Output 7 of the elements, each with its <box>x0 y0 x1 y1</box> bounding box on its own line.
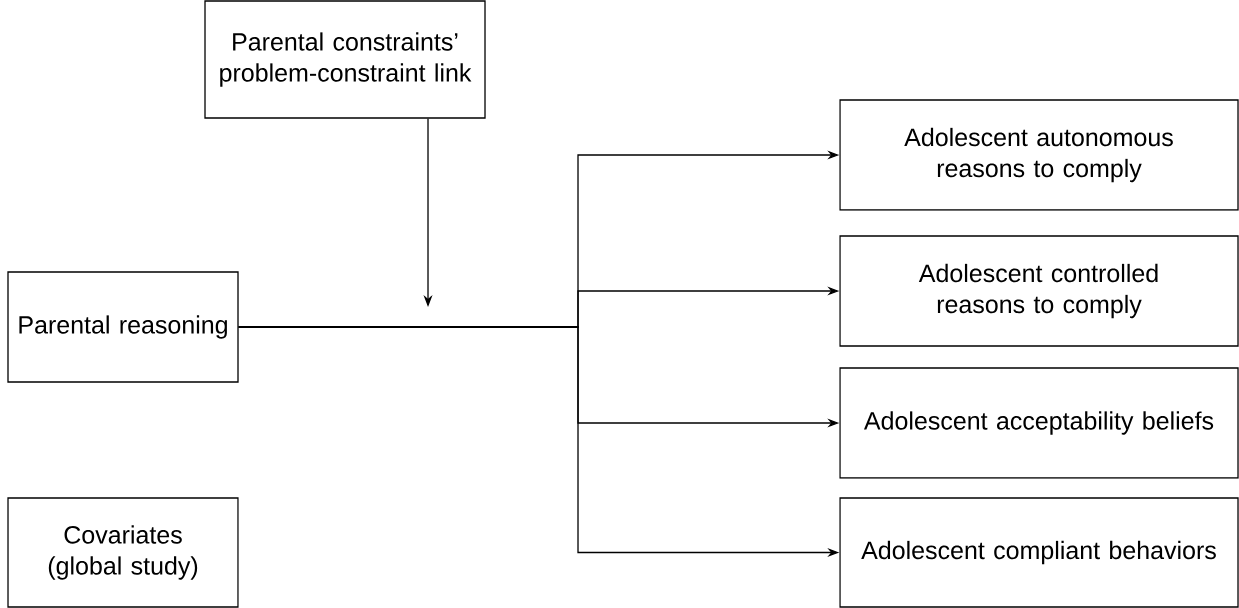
process-box: Adolescent controlled reasons to comply <box>839 235 1239 347</box>
process-box: Adolescent compliant behaviors <box>839 497 1239 608</box>
process-box: Parental constraints’ problem-constraint link <box>204 0 486 119</box>
process-box: Covariates (global study) <box>7 497 239 608</box>
process-box: Adolescent autonomous reasons to comply <box>839 99 1239 211</box>
process-box: Adolescent acceptability beliefs <box>839 367 1239 479</box>
process-box: Parental reasoning <box>7 271 239 383</box>
